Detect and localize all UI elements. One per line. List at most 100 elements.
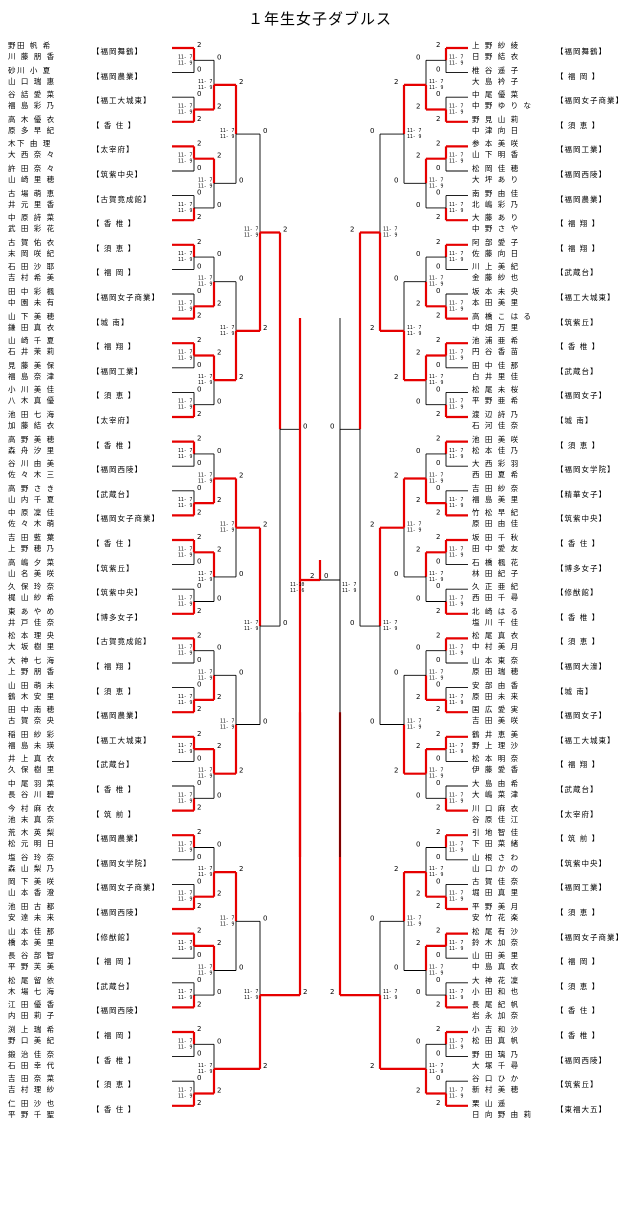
school-name: 【修猷館】 [556, 588, 599, 598]
score-label: 11- 9 [383, 626, 398, 632]
score-label: 2 [436, 1025, 440, 1033]
school-name: 【福岡工業】 [556, 145, 607, 155]
score-label: 0 [197, 853, 201, 861]
player-name: 荒 木 英 梨 [8, 828, 56, 838]
player-name: 松 本 明 奈 [472, 754, 520, 764]
player-name: 中 野 ゆ り な [472, 101, 532, 111]
player-name: 木下 由 理 [8, 139, 52, 149]
player-names: 中 原 凜 佳佐 々 木 萌 [8, 507, 68, 529]
entry-row: 山 崎 千 夏石 井 茉 莉【 福 翔 】 [0, 335, 640, 359]
score-label: 11- 9 [198, 183, 213, 189]
score-label: 11- 7 [178, 645, 193, 651]
player-names: 東 あ や め井 戸 佳 奈 [8, 606, 68, 628]
player-name: 野 上 理 沙 [472, 740, 520, 750]
score-label: 11- 7 [449, 891, 464, 897]
player-name: 吉 田 奈 菜 [8, 1074, 56, 1084]
score-label: 0 [217, 988, 221, 996]
score-label: 11- 9 [429, 380, 444, 386]
score-label: 11- 7 [198, 374, 213, 380]
entry-row: 上 野 紗 綾日 野 結 衣【福岡舞鶴】 [0, 40, 640, 64]
entry-row: 古 賀 佳 奈堀 田 真 里【福岡工業】 [0, 876, 640, 900]
player-name: 中 村 美 月 [472, 642, 520, 652]
player-name: 野田 帆 希 [8, 41, 52, 50]
school-name: 【福岡女子商業】 [92, 883, 160, 893]
score-label: 0 [436, 1074, 440, 1082]
player-name: 山 崎 里 穂 [8, 175, 56, 184]
score-label: 0 [416, 988, 420, 996]
score-label: 2 [197, 902, 201, 910]
player-name: 引 地 智 佳 [472, 828, 520, 838]
player-names: 竹 松 早 紀原 田 由 佳 [472, 507, 532, 529]
score-label: 0 [217, 447, 221, 455]
school-name: 【福工大城東】 [556, 293, 616, 302]
score-label: 11- 7 [178, 350, 193, 356]
score-label: 0 [370, 127, 374, 135]
entry-row: 吉 田 藍 葉上 野 穂 乃【 香 住 】 [0, 532, 640, 556]
player-names: 小 川 美 佳八 木 真 優 [8, 384, 68, 406]
entry-row: 山 田 美 里中 島 真 衣【 福 岡 】 [0, 950, 640, 974]
score-label: 2 [217, 890, 221, 898]
player-name: 井 上 真 衣 [8, 754, 56, 764]
score-label: 2 [350, 226, 354, 234]
score-label: 0 [436, 656, 440, 664]
score-label: 0 [217, 201, 221, 209]
score-label: 11- 9 [449, 208, 464, 214]
score-label: 2 [436, 607, 440, 615]
school-name: 【福岡西陵】 [556, 170, 607, 179]
entry-row: 鶴 井 恵 美野 上 理 沙【福工大城東】 [0, 729, 640, 753]
score-label: 2 [436, 115, 440, 123]
entry-row: 鍛 治 佳 奈石 田 幸 代【 香 椎 】 [0, 1049, 640, 1073]
entry-row: 稲 田 紗 彩福 島 未 瑛【福工大城東】 [0, 729, 640, 753]
player-name: 国 広 愛 実 [472, 705, 520, 715]
player-names: 中 原 詩 菜武 田 彩 花 [8, 212, 68, 234]
score-label: 0 [197, 66, 201, 74]
player-names: 椎 谷 遥 子大 島 衿 子 [472, 65, 532, 87]
score-label: 11- 7 [429, 473, 444, 479]
score-label: 0 [239, 176, 243, 184]
page-title: １年生女子ダブルス [247, 10, 392, 28]
player-name: 佐 々 木 三 [8, 470, 56, 480]
player-name: 長 尾 紀 帆 [472, 1000, 520, 1010]
player-name: 谷 原 佳 江 [472, 814, 520, 824]
player-name: 大 嶋 菜 津 [472, 790, 520, 799]
player-names: 鍛 治 佳 奈石 田 幸 代 [8, 1049, 68, 1071]
score-label: 2 [416, 939, 420, 947]
entry-row: 松 本 理 央大 坂 樹 里【古賀竟成館】 [0, 630, 640, 654]
score-label: 0 [416, 201, 420, 209]
score-label: 11- 7 [178, 202, 193, 208]
school-name: 【 須 恵 】 [556, 440, 601, 450]
player-names: 田 中 佳 那白 井 里 佳 [472, 360, 532, 382]
player-name: 中 野 さ や [472, 224, 520, 234]
entry-row: 久 正 亜 紀西 田 千 尋【修猷館】 [0, 581, 640, 605]
entry-row: 大 神 七 海上 野 朋 香【 福 翔 】 [0, 655, 640, 679]
player-name: 松 田 真 帆 [472, 1036, 520, 1045]
score-label: 11- 9 [407, 528, 422, 534]
score-label: 0 [436, 558, 440, 566]
player-name: 大 西 彩 羽 [472, 459, 520, 469]
school-name: 【福岡舞鶴】 [556, 47, 607, 56]
player-name: 鎌 田 真 衣 [8, 322, 56, 332]
player-names: 坂 本 未 央本 田 美 里 [472, 286, 532, 308]
player-name: 松 岡 佳 穂 [472, 164, 520, 173]
score-label: 2 [310, 572, 314, 580]
player-name: 谷 詰 愛 菜 [8, 90, 56, 100]
entry-row: 小 吉 和 沙松 田 真 帆【 香 椎 】 [0, 1024, 640, 1048]
score-label: 11- 7 [198, 473, 213, 479]
score-label: 0 [436, 262, 440, 270]
player-name: 林 田 紀 子 [472, 568, 520, 578]
score-label: 11- 7 [178, 1038, 193, 1044]
score-label: 0 [436, 66, 440, 74]
player-name: 田 中 佳 那 [472, 360, 520, 370]
score-label: 11- 7 [342, 582, 357, 588]
school-name: 【筑紫中央】 [556, 858, 607, 868]
score-label: 2 [197, 508, 201, 516]
score-label: 11- 7 [220, 522, 235, 528]
player-names: 栗 山 遥日 向 野 由 莉 [472, 1098, 532, 1120]
score-label: 11- 7 [449, 1038, 464, 1044]
score-label: 2 [197, 533, 201, 541]
score-label: 2 [394, 472, 398, 480]
score-label: 2 [436, 1000, 440, 1008]
score-label: 0 [239, 570, 243, 578]
entry-row: 高 野 さ き山 内 千 夏【武蔵台】 [0, 483, 640, 507]
